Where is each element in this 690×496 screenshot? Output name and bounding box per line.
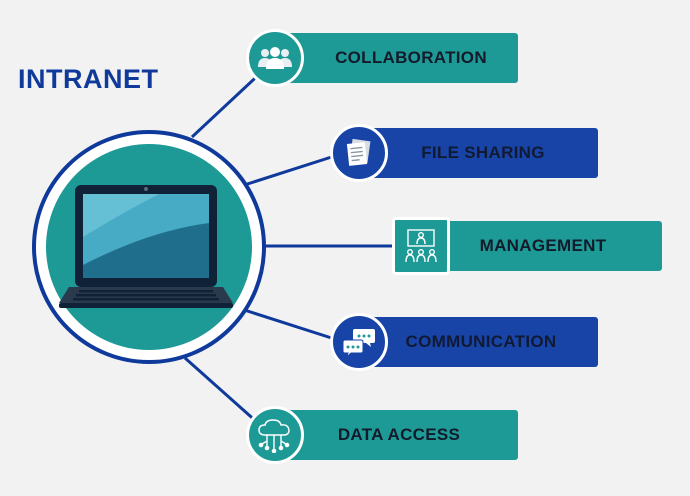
file-sharing-pill: FILE SHARING [346,128,598,178]
cloud-network-icon [258,419,290,453]
file-sharing-label: FILE SHARING [421,143,545,162]
data-access-label: DATA ACCESS [337,425,461,444]
management-badge [392,217,450,275]
communication-pill: COMMUNICATION [346,317,598,367]
collaboration-pill: COLLABORATION [266,33,518,83]
communication-label: COMMUNICATION [405,332,557,351]
data-access-badge [246,406,304,464]
file-sharing-badge [330,124,388,182]
connector-file-sharing [237,151,345,189]
collaboration-label: COLLABORATION [335,48,487,67]
laptop-icon [59,185,233,308]
presentation-team-icon [405,229,437,263]
documents-icon [346,138,371,166]
chat-bubbles-icon [342,329,375,358]
page-title: INTRANET [18,64,159,94]
connector-communication [237,306,345,344]
management-label: MANAGEMENT [479,236,607,255]
data-access-pill: DATA ACCESS [266,410,518,460]
users-icon [258,47,292,69]
hub [32,130,266,364]
collaboration-badge [246,29,304,87]
communication-badge [330,313,388,371]
